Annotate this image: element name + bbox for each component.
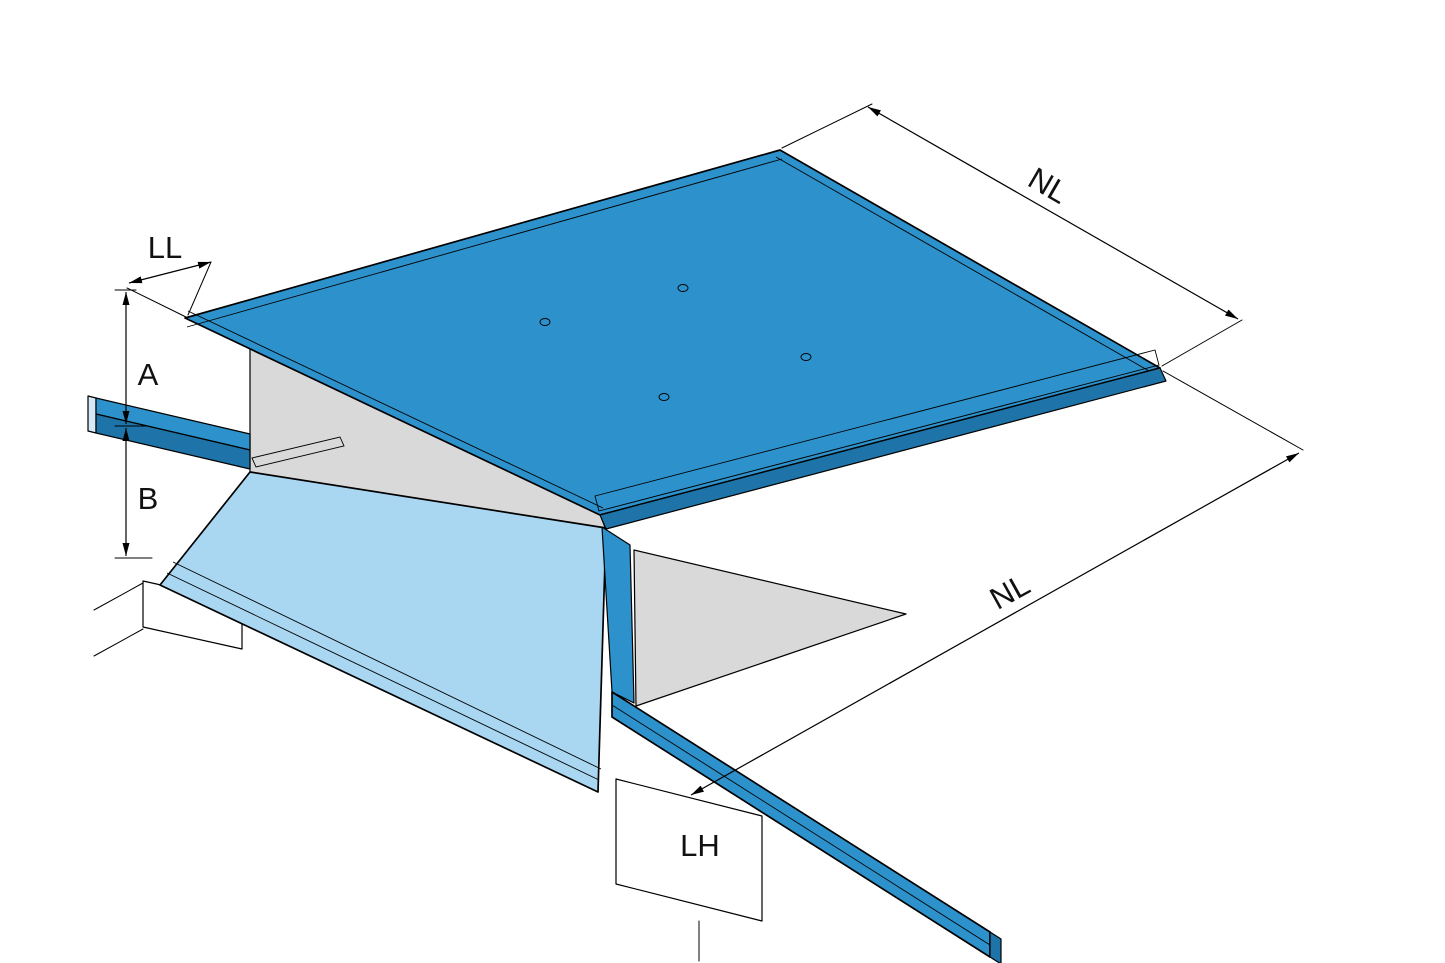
nl-top-extension-1: [781, 103, 873, 149]
hazard-stripe-band: [594, 349, 1160, 512]
dim-line-nl-top: [867, 106, 1239, 320]
dock-step-line-upper: [93, 582, 144, 611]
left-beam-front: [95, 413, 251, 470]
dim-line-nl-side: [690, 452, 1300, 796]
weld-plug-dot-4: [658, 393, 670, 401]
dim-line-ll: [128, 261, 212, 284]
nl-side-extension: [1162, 370, 1304, 451]
lh-reference-box: [615, 778, 763, 922]
side-panel-right: [633, 549, 907, 707]
dim-label-ll: LL: [148, 230, 182, 265]
deck-left-edge-line: [187, 310, 604, 509]
dock-face-top-edge: [126, 287, 187, 318]
support-beam-edge-line: [611, 704, 991, 946]
dock-step-line-lower: [93, 628, 144, 657]
left-beam-end-face: [87, 395, 97, 434]
dim-label-nl-top: NL: [1022, 161, 1074, 211]
deck-back-edge-line: [186, 158, 783, 328]
dim-label-nl-side: NL: [984, 567, 1036, 617]
lip-plate: [159, 471, 607, 793]
hazard-stripe-left-fragment: [251, 436, 345, 468]
support-beam-end-cap: [989, 931, 1002, 963]
ll-extension-line: [187, 261, 212, 316]
lip-fold-line-2: [172, 561, 602, 770]
weld-plug-dot-3: [800, 353, 812, 361]
front-post: [601, 526, 635, 704]
dim-label-a: A: [138, 357, 159, 392]
dim-label-b: B: [138, 481, 159, 516]
weld-plug-dot-2: [677, 284, 689, 292]
nl-top-extension-2: [1161, 319, 1243, 367]
weld-plug-dot-1: [539, 318, 551, 326]
lip-fold-line-1: [166, 572, 600, 781]
dim-label-lh: LH: [680, 828, 720, 863]
